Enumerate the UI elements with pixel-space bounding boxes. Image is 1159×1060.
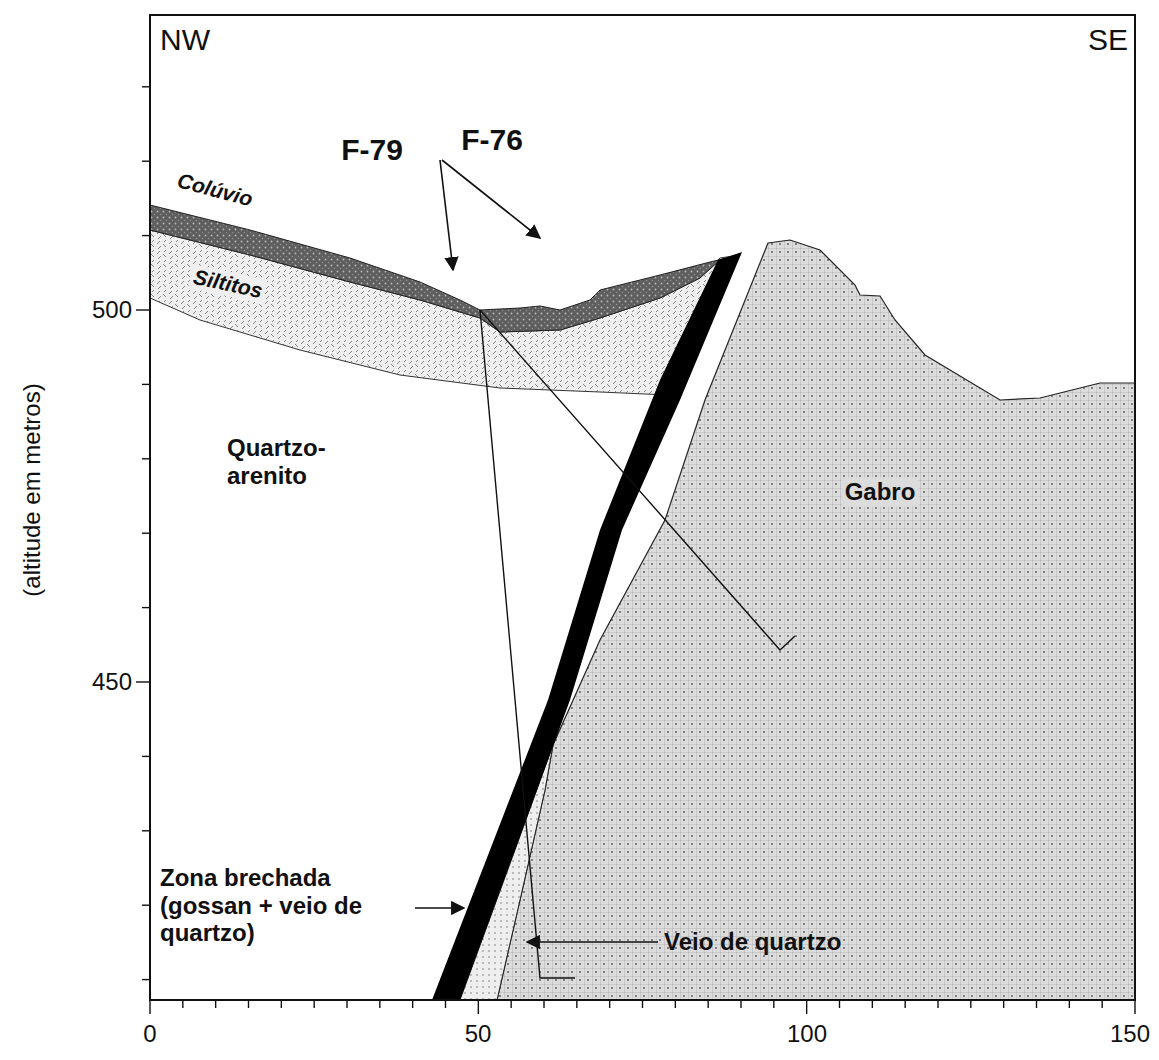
axis-tick-label: 0: [143, 1020, 156, 1048]
direction-label: SE: [1088, 23, 1128, 58]
axis-ticks: [136, 87, 1135, 1014]
callout-label: Veio de quartzo: [664, 928, 841, 956]
axis-tick-label: 500: [92, 296, 132, 324]
leader-arrow: [442, 160, 540, 238]
siltstone-layer: [150, 230, 740, 395]
direction-label: NW: [160, 23, 210, 58]
drill-hole-f79: [480, 310, 575, 978]
leader-arrow: [527, 941, 658, 943]
unit-label: Gabro: [842, 478, 919, 506]
drill-hole-f76: [480, 310, 795, 650]
axis-tick-label: 100: [787, 1020, 827, 1048]
drill-hole-label: F-79: [341, 133, 403, 168]
colluvium-layer: [150, 205, 740, 332]
unit-label: Colúvio: [172, 168, 258, 213]
leader-arrow: [440, 160, 453, 270]
leader-arrow: [415, 907, 464, 909]
axis-tick-label: 50: [465, 1020, 492, 1048]
axis-title: (altitude em metros): [18, 383, 46, 596]
axis-tick-label: 450: [92, 668, 132, 696]
unit-label: Quartzo-arenito: [227, 434, 357, 489]
drill-hole-label: F-76: [461, 123, 523, 158]
plot-frame: [150, 15, 1135, 1000]
breccia-zone: [432, 252, 742, 1000]
callout-label: Zona brechada (gossan + veio de quartzo): [160, 864, 375, 947]
axis-tick-label: 150: [1110, 1020, 1150, 1048]
